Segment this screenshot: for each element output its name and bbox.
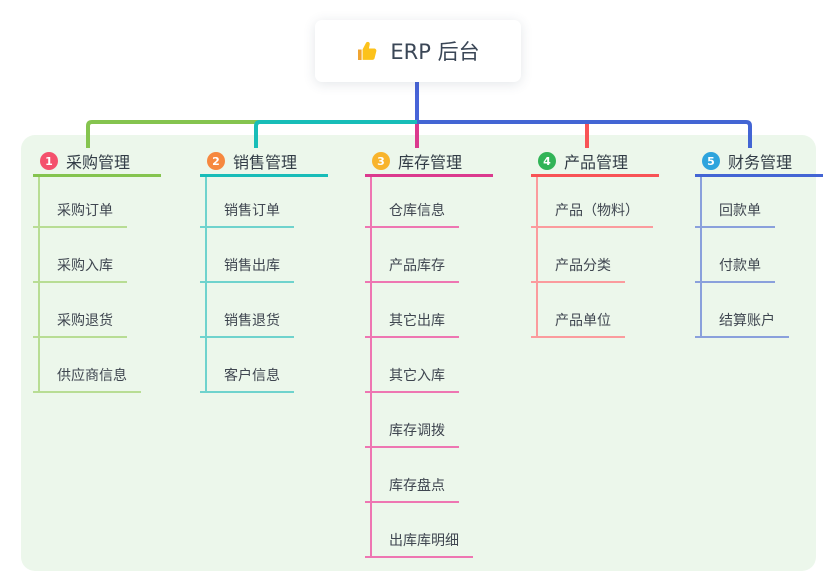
child-node[interactable]: 销售出库	[200, 257, 294, 283]
child-node[interactable]: 产品库存	[365, 257, 459, 283]
branches-panel	[21, 135, 816, 571]
branch-sales-header[interactable]: 2 销售管理	[200, 148, 328, 177]
child-label: 采购订单	[57, 203, 113, 219]
child-node[interactable]: 回款单	[695, 202, 775, 228]
child-label: 客户信息	[224, 368, 280, 384]
branch-inventory-header[interactable]: 3 库存管理	[365, 148, 493, 177]
branch-number-badge: 4	[538, 152, 556, 170]
child-label: 销售出库	[224, 258, 280, 274]
child-node[interactable]: 采购订单	[33, 202, 127, 228]
child-label: 库存调拨	[389, 423, 445, 439]
child-node[interactable]: 库存盘点	[365, 477, 459, 503]
child-label: 产品库存	[389, 258, 445, 274]
child-node[interactable]: 其它入库	[365, 367, 459, 393]
thumbs-up-icon	[356, 39, 380, 63]
branch-child-connector	[205, 177, 207, 393]
branch-finance-header[interactable]: 5 财务管理	[695, 148, 823, 177]
child-node[interactable]: 仓库信息	[365, 202, 459, 228]
child-label: 付款单	[719, 258, 761, 274]
root-node[interactable]: ERP 后台	[315, 20, 521, 82]
child-node[interactable]: 库存调拨	[365, 422, 459, 448]
branch-title: 财务管理	[728, 153, 793, 172]
child-label: 产品分类	[555, 258, 611, 274]
branch-title: 销售管理	[233, 153, 298, 172]
child-node[interactable]: 销售退货	[200, 312, 294, 338]
child-node[interactable]: 采购入库	[33, 257, 127, 283]
branch-product-header[interactable]: 4 产品管理	[531, 148, 659, 177]
child-label: 库存盘点	[389, 478, 445, 494]
child-node[interactable]: 其它出库	[365, 312, 459, 338]
child-node[interactable]: 客户信息	[200, 367, 294, 393]
branch-child-connector	[536, 177, 538, 338]
child-label: 采购退货	[57, 313, 113, 329]
child-node[interactable]: 供应商信息	[33, 367, 141, 393]
child-node[interactable]: 销售订单	[200, 202, 294, 228]
branch-title: 产品管理	[564, 153, 629, 172]
child-label: 其它入库	[389, 368, 445, 384]
child-label: 其它出库	[389, 313, 445, 329]
child-label: 产品（物料）	[555, 203, 639, 219]
branch-number-badge: 1	[40, 152, 58, 170]
branch-child-connector	[38, 177, 40, 393]
child-label: 结算账户	[719, 313, 775, 329]
branch-purchase-header[interactable]: 1 采购管理	[33, 148, 161, 177]
branch-title: 库存管理	[398, 153, 463, 172]
branch-number-badge: 3	[372, 152, 390, 170]
child-label: 采购入库	[57, 258, 113, 274]
child-node[interactable]: 付款单	[695, 257, 775, 283]
child-node[interactable]: 产品分类	[531, 257, 625, 283]
branch-child-connector	[700, 177, 702, 338]
child-node[interactable]: 出库库明细	[365, 532, 473, 558]
branch-number-badge: 2	[207, 152, 225, 170]
child-node[interactable]: 产品单位	[531, 312, 625, 338]
child-node[interactable]: 结算账户	[695, 312, 789, 338]
child-label: 产品单位	[555, 313, 611, 329]
child-label: 回款单	[719, 203, 761, 219]
child-label: 出库库明细	[389, 533, 459, 549]
child-node[interactable]: 采购退货	[33, 312, 127, 338]
child-node[interactable]: 产品（物料）	[531, 202, 653, 228]
child-label: 销售退货	[224, 313, 280, 329]
branch-title: 采购管理	[66, 153, 131, 172]
root-label: ERP 后台	[390, 40, 480, 64]
child-label: 供应商信息	[57, 368, 127, 384]
child-label: 销售订单	[224, 203, 280, 219]
branch-child-connector	[370, 177, 372, 558]
child-label: 仓库信息	[389, 203, 445, 219]
branch-number-badge: 5	[702, 152, 720, 170]
